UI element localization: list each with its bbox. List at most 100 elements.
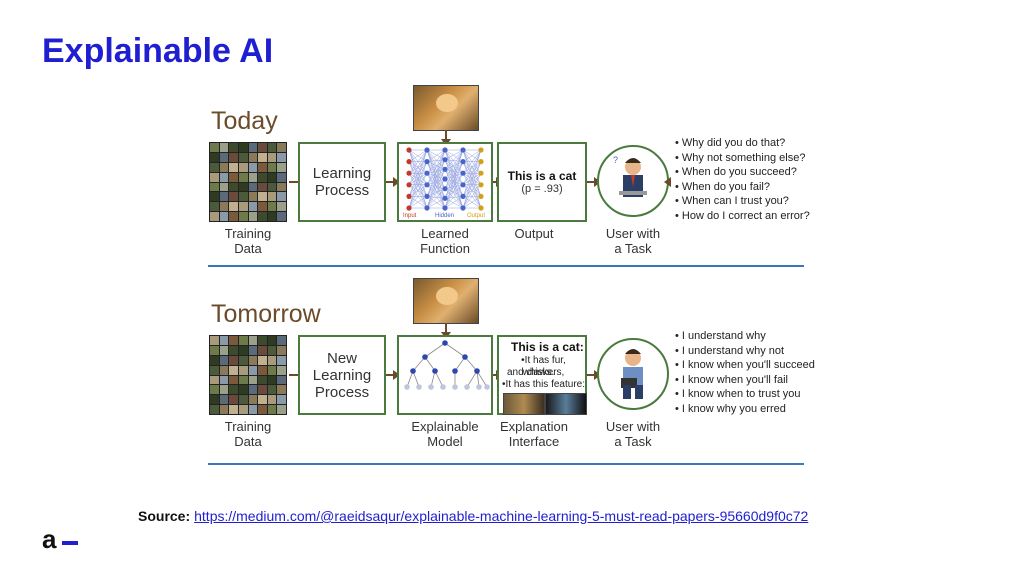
- network-edge: [426, 184, 446, 199]
- network-edge: [444, 159, 464, 162]
- network-edge: [444, 184, 464, 209]
- network-edge: [426, 184, 446, 189]
- logo-mark: a: [42, 524, 57, 554]
- network-edge: [426, 173, 446, 189]
- thumbnail-cell: [229, 395, 238, 405]
- network-edge: [426, 159, 446, 197]
- output-probability-today: (p = .93): [521, 183, 563, 195]
- thumbnail-cell: [248, 336, 258, 345]
- thumbnail-cell: [267, 405, 277, 414]
- network-edge: [444, 149, 464, 160]
- thumbnail-cell: [229, 212, 238, 221]
- thumbnail-cell: [277, 152, 286, 162]
- source-citation: Source:https://medium.com/@raeidsaqur/ex…: [138, 508, 808, 524]
- thumbnail-cell: [267, 365, 277, 375]
- statement-item: I understand why not: [675, 344, 815, 359]
- thumbnail-cell: [258, 152, 267, 162]
- thumbnail-cell: [219, 162, 229, 172]
- network-node: [460, 159, 466, 165]
- network-edge: [426, 188, 446, 209]
- thumbnail-cell: [277, 405, 286, 414]
- user-avatar-tomorrow: [597, 338, 669, 410]
- statement-item: I understand why: [675, 329, 815, 344]
- thumbnail-cell: [238, 395, 248, 405]
- thumbnail-cell: [258, 212, 267, 221]
- tree-edge: [406, 370, 414, 388]
- network-edge: [462, 184, 482, 209]
- network-edge: [444, 161, 464, 189]
- logo-underscore: [62, 541, 78, 545]
- thumbnail-cell: [210, 365, 219, 375]
- tree-edge: [476, 370, 488, 388]
- thumbnail-cell: [248, 202, 258, 212]
- network-edge: [426, 169, 446, 185]
- question-item: How do I correct an error?: [675, 209, 810, 224]
- neural-network-icon: Input Hidden Output: [403, 147, 485, 219]
- learning-process-label-today: Learning Process: [312, 165, 372, 199]
- network-edge: [426, 149, 446, 209]
- thumbnail-cell: [238, 152, 248, 162]
- decision-tree-icon: [404, 340, 490, 390]
- feature-image-fur: [503, 393, 545, 415]
- network-node: [442, 205, 448, 211]
- tree-node: [476, 384, 482, 390]
- network-edge: [408, 149, 428, 197]
- network-edge: [444, 149, 464, 189]
- thumbnail-cell: [238, 172, 248, 182]
- arrow-interface-to-user: [587, 370, 601, 380]
- thumbnail-cell: [210, 336, 219, 345]
- thumbnail-cell: [210, 182, 219, 192]
- network-edge: [426, 178, 446, 209]
- network-edge: [444, 161, 464, 199]
- thumbnail-cell: [277, 395, 286, 405]
- tree-edge: [434, 370, 444, 388]
- thumbnail-cell: [219, 405, 229, 414]
- thumbnail-cell: [277, 375, 286, 385]
- network-edge: [426, 173, 446, 199]
- tree-node: [440, 384, 446, 390]
- tree-edge: [424, 356, 436, 372]
- network-edge: [408, 173, 428, 209]
- thumbnail-cell: [277, 385, 286, 395]
- thumbnail-cell: [258, 405, 267, 414]
- network-edge: [426, 169, 446, 174]
- network-edge: [444, 161, 464, 209]
- network-edge: [462, 196, 482, 209]
- cat-image-tomorrow: [413, 278, 479, 324]
- thumbnail-cell: [219, 143, 229, 152]
- thumbnail-cell: [219, 212, 229, 221]
- explanation-line-3: •It has this feature:: [502, 379, 585, 390]
- thumbnail-cell: [248, 385, 258, 395]
- network-node: [442, 147, 448, 153]
- network-edge: [426, 172, 446, 180]
- thumbnail-cell: [219, 355, 229, 365]
- network-edge: [444, 159, 464, 174]
- tree-node: [422, 354, 428, 360]
- network-node: [406, 159, 412, 165]
- thumbnail-cell: [229, 345, 238, 355]
- question-item: Why not something else?: [675, 151, 810, 166]
- explanation-interface-caption: Explanation Interface: [500, 419, 568, 449]
- user-avatar-today: ?: [597, 145, 669, 217]
- thumbnail-cell: [210, 152, 219, 162]
- thumbnail-cell: [248, 182, 258, 192]
- network-edge: [408, 149, 428, 162]
- source-link[interactable]: https://medium.com/@raeidsaqur/explainab…: [194, 508, 809, 524]
- thumbnail-cell: [267, 202, 277, 212]
- tree-node: [474, 368, 480, 374]
- learning-process-box-today: Learning Process: [298, 142, 386, 222]
- hidden-units-label: Hidden: [435, 213, 454, 219]
- output-title-today: This is a cat: [507, 169, 577, 183]
- user-caption-tomorrow: User with a Task: [605, 419, 661, 449]
- network-edge: [426, 159, 446, 174]
- network-edge: [408, 149, 428, 185]
- explanation-title: This is a cat:: [511, 340, 584, 354]
- thumbnail-cell: [219, 192, 229, 202]
- thumbnail-cell: [267, 143, 277, 152]
- learned-function-box-today: Input Hidden Output: [397, 142, 493, 222]
- network-node: [478, 147, 484, 153]
- thumbnail-cell: [219, 172, 229, 182]
- network-edge: [444, 173, 464, 199]
- network-edge: [444, 149, 464, 209]
- thumbnail-cell: [238, 336, 248, 345]
